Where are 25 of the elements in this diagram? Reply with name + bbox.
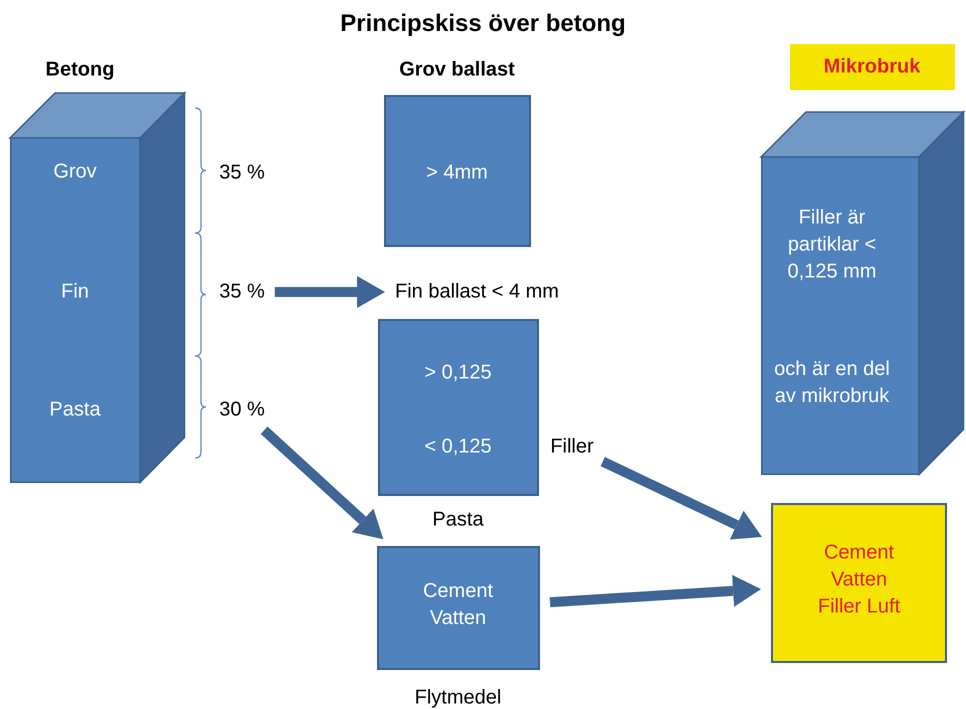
arrow bbox=[550, 574, 762, 608]
block-text: > 4mm bbox=[426, 160, 488, 186]
block-text: Filler är partiklar < 0,125 mm bbox=[786, 206, 878, 284]
arrow bbox=[260, 426, 384, 540]
column-heading: Grov ballast bbox=[399, 58, 515, 82]
block-text: och är en del av mikrobruk bbox=[773, 357, 891, 409]
caption-text: Flytmedel bbox=[414, 686, 502, 709]
block-text: > 0,125 bbox=[424, 360, 492, 386]
block-text: Mikrobruk bbox=[824, 54, 920, 80]
arrow bbox=[274, 276, 386, 308]
block-text: Fin bbox=[61, 280, 89, 304]
arrow bbox=[600, 457, 762, 540]
text-label: 35 % bbox=[219, 280, 265, 304]
column-heading: Betong bbox=[46, 58, 114, 82]
block-text: < 0,125 bbox=[424, 434, 492, 460]
block-text: Cement Vatten bbox=[422, 579, 494, 631]
text-label: Filler bbox=[550, 434, 594, 460]
block-text: Grov bbox=[53, 160, 97, 184]
block-text: Cement Vatten Filler Luft bbox=[816, 540, 902, 620]
diagram-title: Principskiss över betong bbox=[340, 10, 626, 38]
text-label: 30 % bbox=[219, 398, 265, 422]
block-text: Pasta bbox=[49, 398, 101, 422]
percent-label: 35 % bbox=[219, 160, 265, 186]
caption-text: Pasta bbox=[432, 508, 484, 532]
text-label: Fin ballast < 4 mm bbox=[395, 280, 559, 304]
